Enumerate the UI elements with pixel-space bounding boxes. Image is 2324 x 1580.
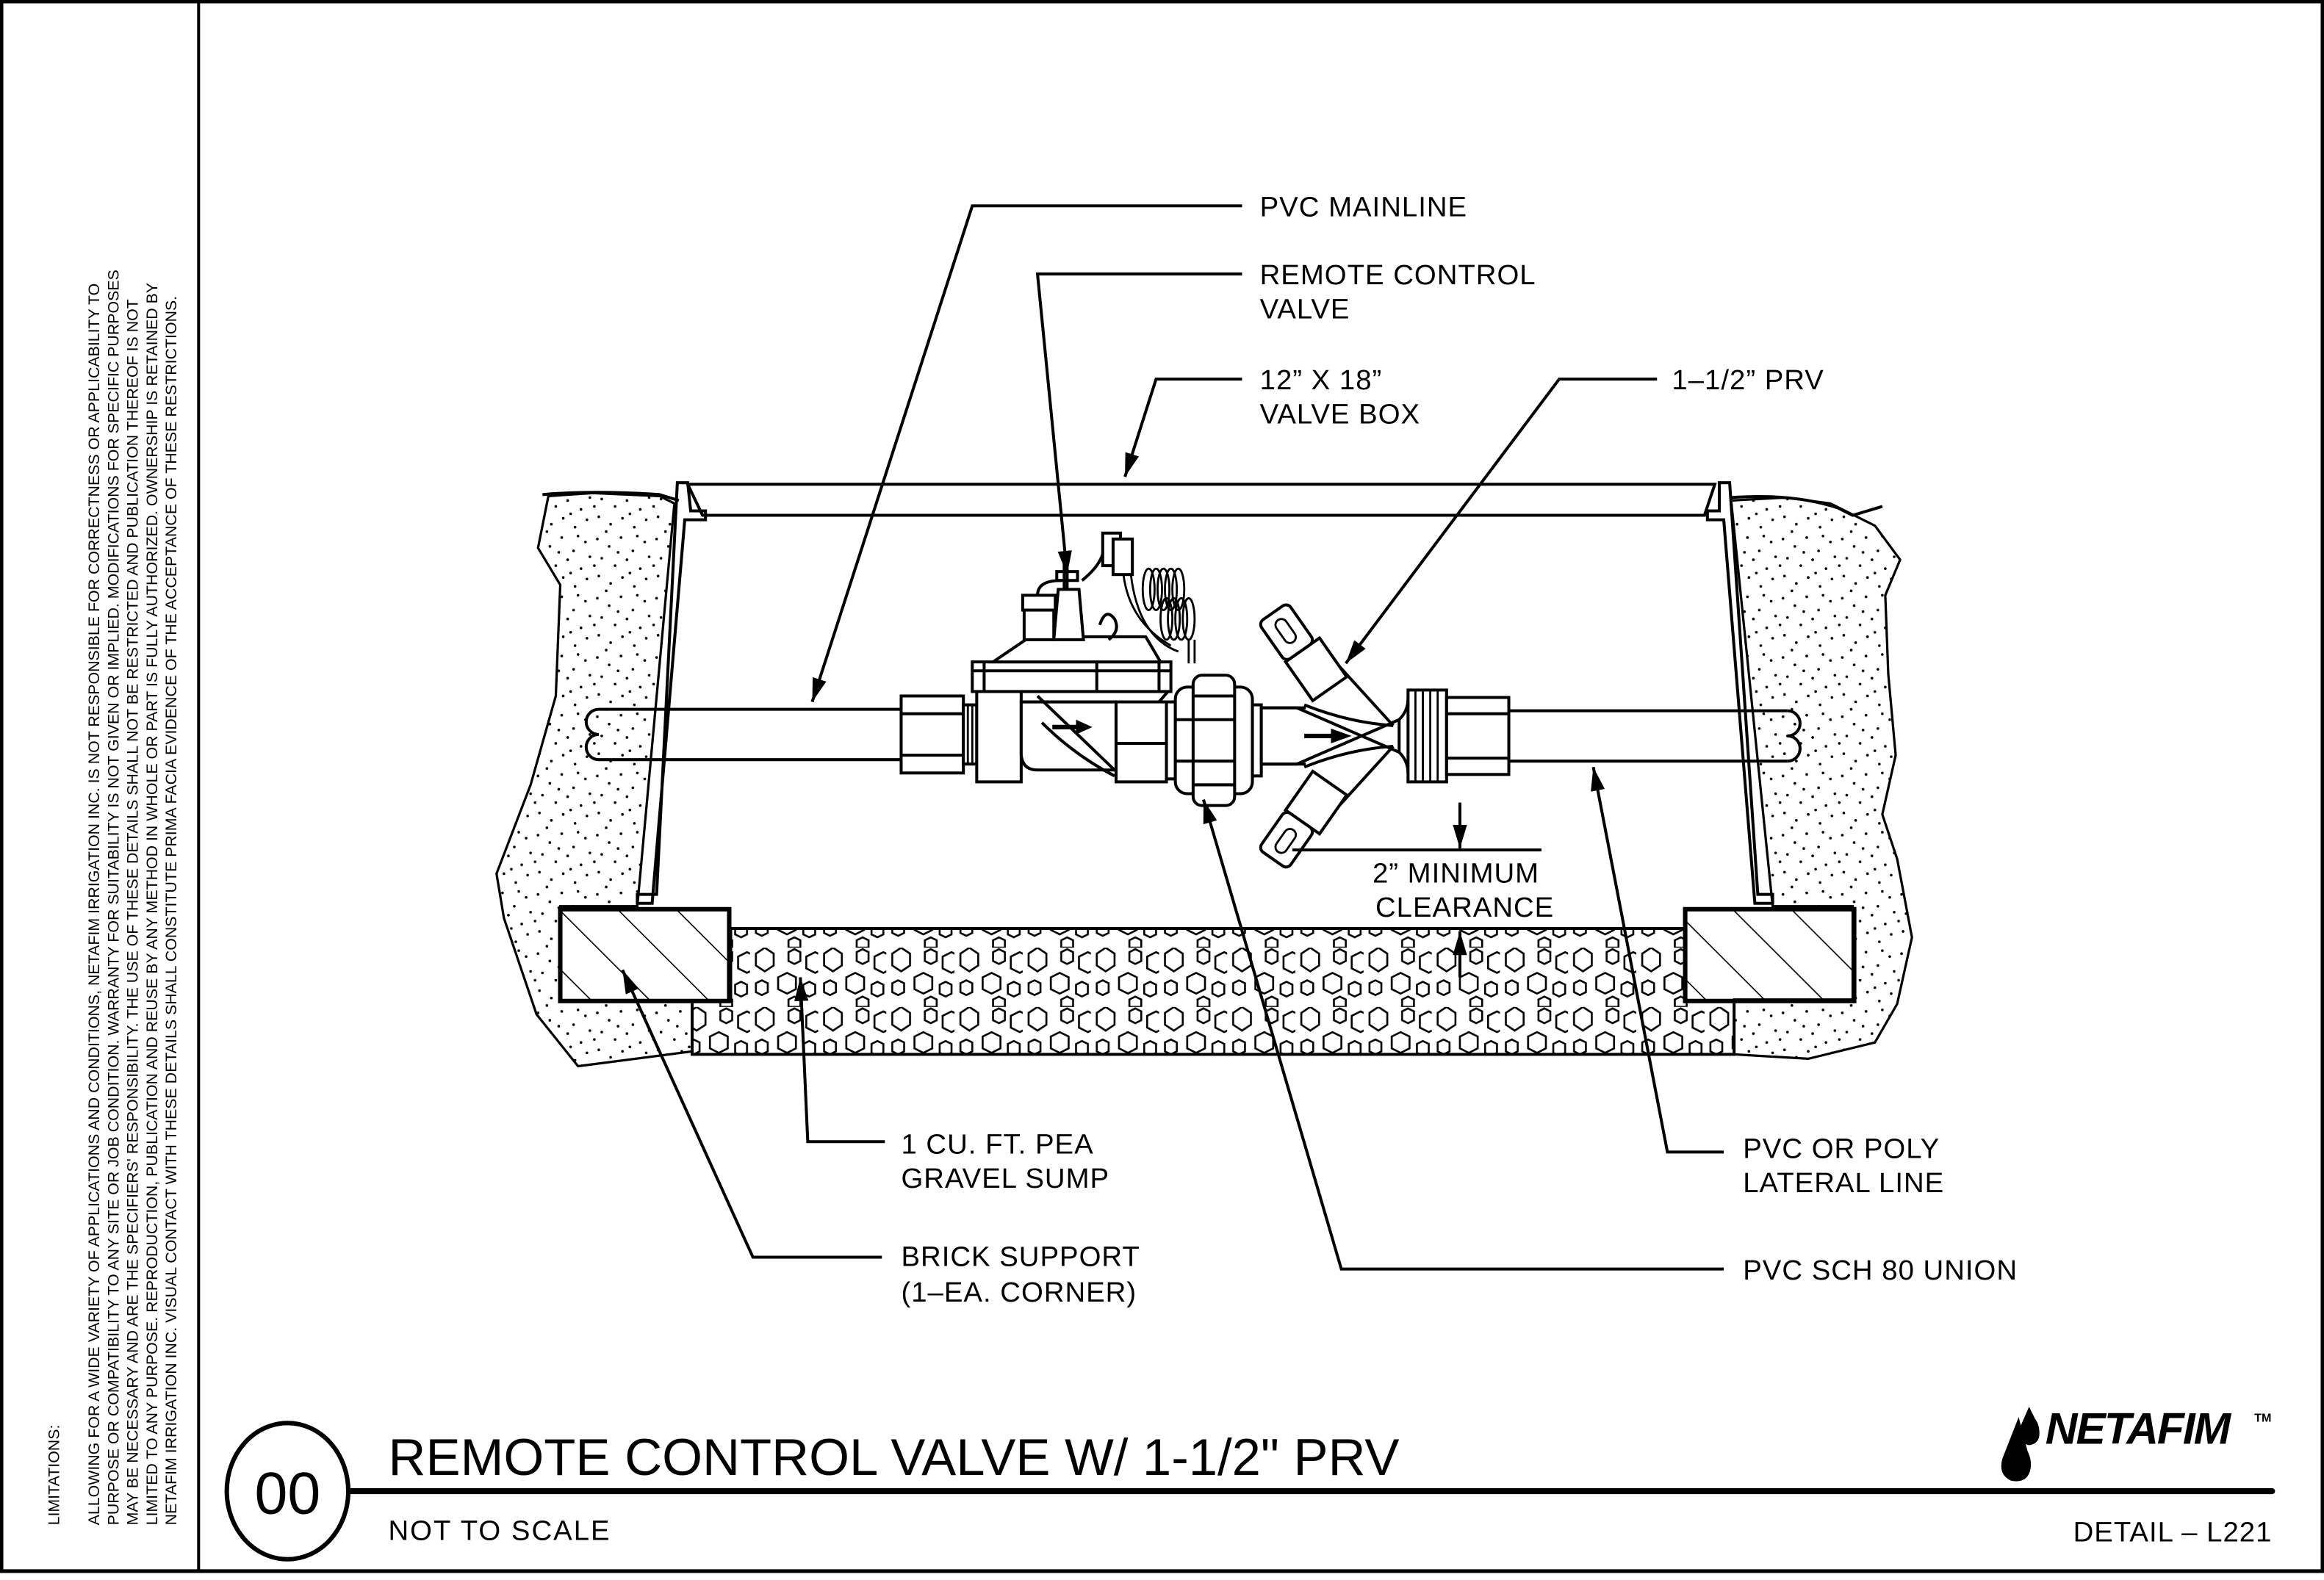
detail-title: REMOTE CONTROL VALVE W/ 1-1/2" PRV [389,1428,1400,1486]
callout-gravel-sump-line2: GRAVEL SUMP [901,1163,1109,1194]
detail-reference: DETAIL – L221 [2073,1517,2273,1548]
pressure-regulating-valve [1259,603,1401,869]
outlet-fitting [1397,688,1511,784]
valve-detail-drawing [495,204,1913,1271]
limitations-line: NETAFIM IRRIGATION INC. VISUAL CONTACT W… [162,296,180,1526]
limitations-line: MAY BE NECESSARY AND ARE THE SPECIFIERS'… [124,299,142,1525]
inlet-fitting [899,694,979,775]
remote-control-valve [971,531,1173,784]
callout-lateral-line: PVC OR POLY [1743,1133,1940,1164]
callout-remote-control-valve: REMOTE CONTROL [1260,259,1536,291]
callout-clearance: 2” MINIMUM [1373,858,1539,890]
detail-number: 00 [254,1460,320,1526]
pvc-sch80-union [1165,674,1263,807]
scale-note: NOT TO SCALE [389,1515,611,1547]
brand-name: NETAFIM [2046,1404,2232,1454]
valve-box-wall-left [636,481,708,905]
brick-support-left [558,906,732,1003]
brick-support-right [1683,906,1857,1003]
gravel-sump [691,926,1736,1056]
callout-remote-control-valve-line2: VALVE [1260,293,1350,325]
water-drop-icon [2001,1407,2040,1482]
soil-left [495,491,694,1068]
callout-pvc-mainline: PVC MAINLINE [1260,191,1467,223]
callout-brick-support: BRICK SUPPORT [901,1241,1140,1273]
callout-prv: 1–1/2” PRV [1672,364,1824,396]
valve-box-wall-right [1705,481,1774,905]
leader-lines [621,204,1724,1271]
limitations-heading: LIMITATIONS: [46,1425,63,1526]
callout-lateral-line-line2: LATERAL LINE [1743,1167,1944,1199]
trademark-mark: TM [2254,1411,2271,1424]
valve-box-lid [685,483,1717,517]
brand-logo: NETAFIM TM [2001,1404,2271,1482]
clearance-dimension [1292,802,1541,978]
limitations-line: ALLOWING FOR A WIDE VARIETY OF APPLICATI… [85,284,103,1526]
callout-gravel-sump: 1 CU. FT. PEA [901,1128,1093,1160]
callout-clearance-line2: CLEARANCE [1375,892,1554,923]
limitations-line: PURPOSE OR COMPATIBILITY TO ANY SITE OR … [104,270,122,1525]
callout-union: PVC SCH 80 UNION [1743,1255,2018,1286]
limitations-line: LIMITED TO ANY PURPOSE. REPRODUCTION, PU… [143,283,161,1526]
limitations-block: LIMITATIONS: ALLOWING FOR A WIDE VARIETY… [46,270,180,1525]
callout-valve-box-line2: VALVE BOX [1260,399,1420,430]
callout-valve-box: 12” X 18” [1260,364,1383,396]
solenoid-wire-coil [1122,567,1196,664]
lateral-line-pipe [1508,709,1802,763]
callout-brick-support-line2: (1–EA. CORNER) [901,1277,1137,1308]
title-block: 00 REMOTE CONTROL VALVE W/ 1-1/2" PRV NO… [224,1404,2276,1562]
pvc-mainline-pipe [584,707,902,762]
